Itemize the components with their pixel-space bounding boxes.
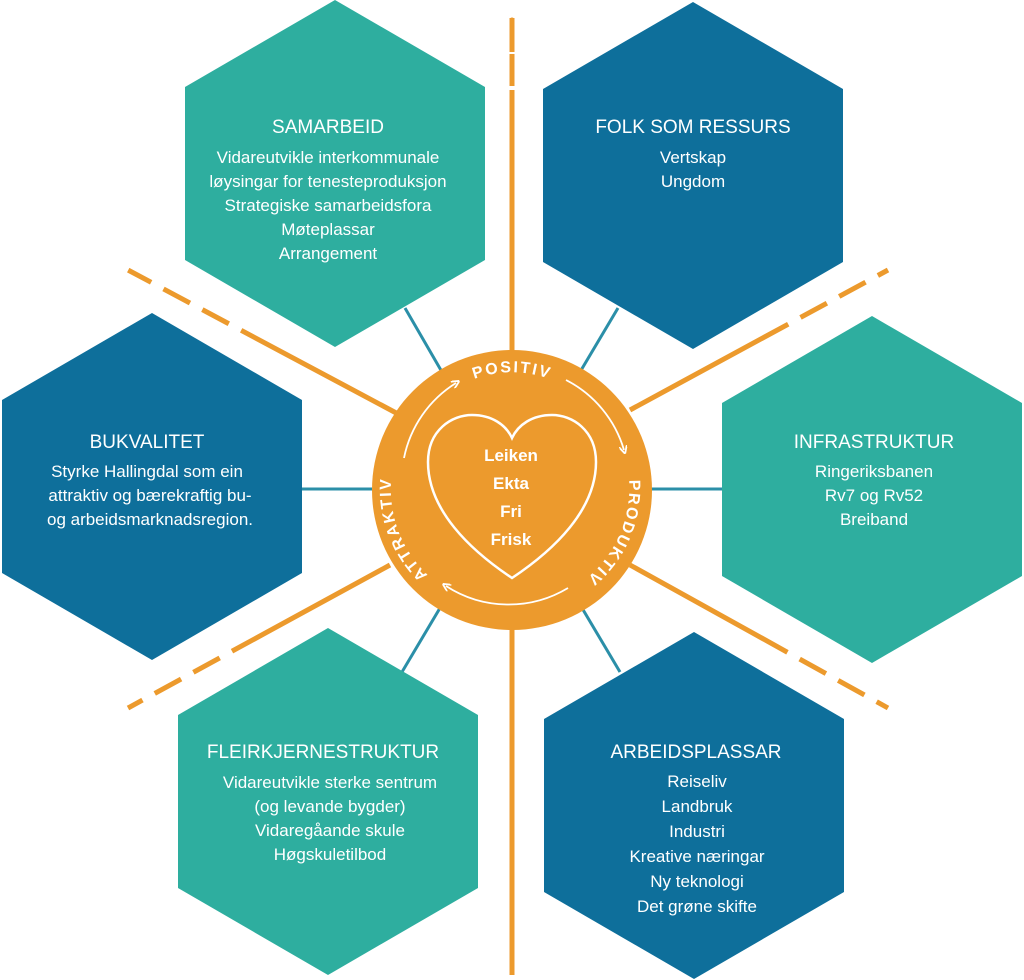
hexagon-line: Industri — [669, 822, 725, 841]
hexagon-line: (og levande bygder) — [254, 797, 405, 816]
hexagon-line: Ny teknologi — [650, 872, 744, 891]
connector-arbeidsplassar — [580, 607, 622, 673]
core-word: Leiken — [484, 446, 538, 465]
ring-arrow-bottom — [446, 586, 569, 606]
hexagon-bukvalitet: BUKVALITET Styrke Hallingdal som ein att… — [2, 313, 302, 660]
hexagon-title: INFRASTRUKTUR — [794, 432, 954, 453]
hexagon-shape — [722, 316, 1022, 663]
hexagon-title: ARBEIDSPLASSAR — [610, 742, 781, 763]
heart-icon — [426, 413, 598, 580]
hexagon-line: Ringeriksbanen — [815, 462, 933, 481]
connector-folk — [578, 307, 620, 373]
hexagon-line: Strategiske samarbeidsfora — [225, 196, 432, 215]
connector-samarbeid — [403, 307, 444, 373]
hexagon-title: BUKVALITET — [90, 432, 205, 453]
spokes — [126, 17, 890, 975]
ring-arrow-top-right — [565, 379, 624, 450]
spoke-upper-left — [126, 267, 402, 418]
core-word: Fri — [500, 502, 522, 521]
ring-arrow-top-left — [403, 383, 456, 459]
hexagon-line: Vertskap — [660, 148, 726, 167]
hexagon-line: Vidareutvikle interkommunale — [217, 148, 440, 167]
spoke-lower-right — [628, 562, 890, 711]
hexagon-line: Landbruk — [662, 797, 733, 816]
hexagon-folk-som-ressurs: FOLK SOM RESSURS Vertskap Ungdom — [543, 2, 843, 349]
center-hub: POSITIV PRODUKTIV ATTRAKTIV Leiken Ekta … — [372, 350, 652, 630]
connectors — [300, 307, 722, 673]
spoke-upper-right — [628, 267, 890, 413]
center-circle — [372, 350, 652, 630]
hexagon-line: Vidareutvikle sterke sentrum — [223, 773, 437, 792]
hexagon-line: Vidaregåande skule — [255, 821, 405, 840]
ring-label-positiv: POSITIV — [470, 359, 554, 383]
hexagon-shape — [543, 2, 843, 349]
hexagon-line: Reiseliv — [667, 772, 727, 791]
hexagon-line: Styrke Hallingdal som ein — [51, 462, 243, 481]
connector-fleirkjerne — [400, 607, 442, 673]
hexagon-infrastruktur: INFRASTRUKTUR Ringeriksbanen Rv7 og Rv52… — [722, 316, 1022, 663]
hexagon-line: og arbeidsmarknadsregion. — [47, 510, 253, 529]
hexagon-title: FOLK SOM RESSURS — [595, 117, 790, 138]
hexagon-fleirkjernestruktur: FLEIRKJERNESTRUKTUR Vidareutvikle sterke… — [178, 628, 478, 975]
hexagon-line: Høgskuletilbod — [274, 845, 386, 864]
hexagon-line: attraktiv og bærekraftig bu- — [48, 486, 251, 505]
core-word: Ekta — [493, 474, 529, 493]
core-word: Frisk — [491, 530, 532, 549]
hexagon-line: Rv7 og Rv52 — [825, 486, 923, 505]
hexagon-arbeidsplassar: ARBEIDSPLASSAR Reiseliv Landbruk Industr… — [544, 632, 844, 979]
hexagon-line: Ungdom — [661, 172, 725, 191]
hexagon-line: Breiband — [840, 510, 908, 529]
hexagon-samarbeid: SAMARBEID Vidareutvikle interkommunale l… — [185, 0, 485, 347]
hexagon-shape — [178, 628, 478, 975]
hexagon-line: løysingar for tenesteproduksjon — [209, 172, 446, 191]
hexagon-shape — [185, 0, 485, 347]
hexagon-title: SAMARBEID — [272, 117, 384, 138]
hexagon-line: Det grøne skifte — [637, 897, 757, 916]
hexagon-line: Møteplassar — [281, 220, 375, 239]
hexagon-line: Kreative næringar — [629, 847, 764, 866]
hexagon-line: Arrangement — [279, 244, 378, 263]
hexagon-title: FLEIRKJERNESTRUKTUR — [207, 742, 439, 763]
spoke-lower-left — [126, 562, 392, 711]
hexagon-shape — [544, 632, 844, 979]
hexagon-shape — [2, 313, 302, 660]
